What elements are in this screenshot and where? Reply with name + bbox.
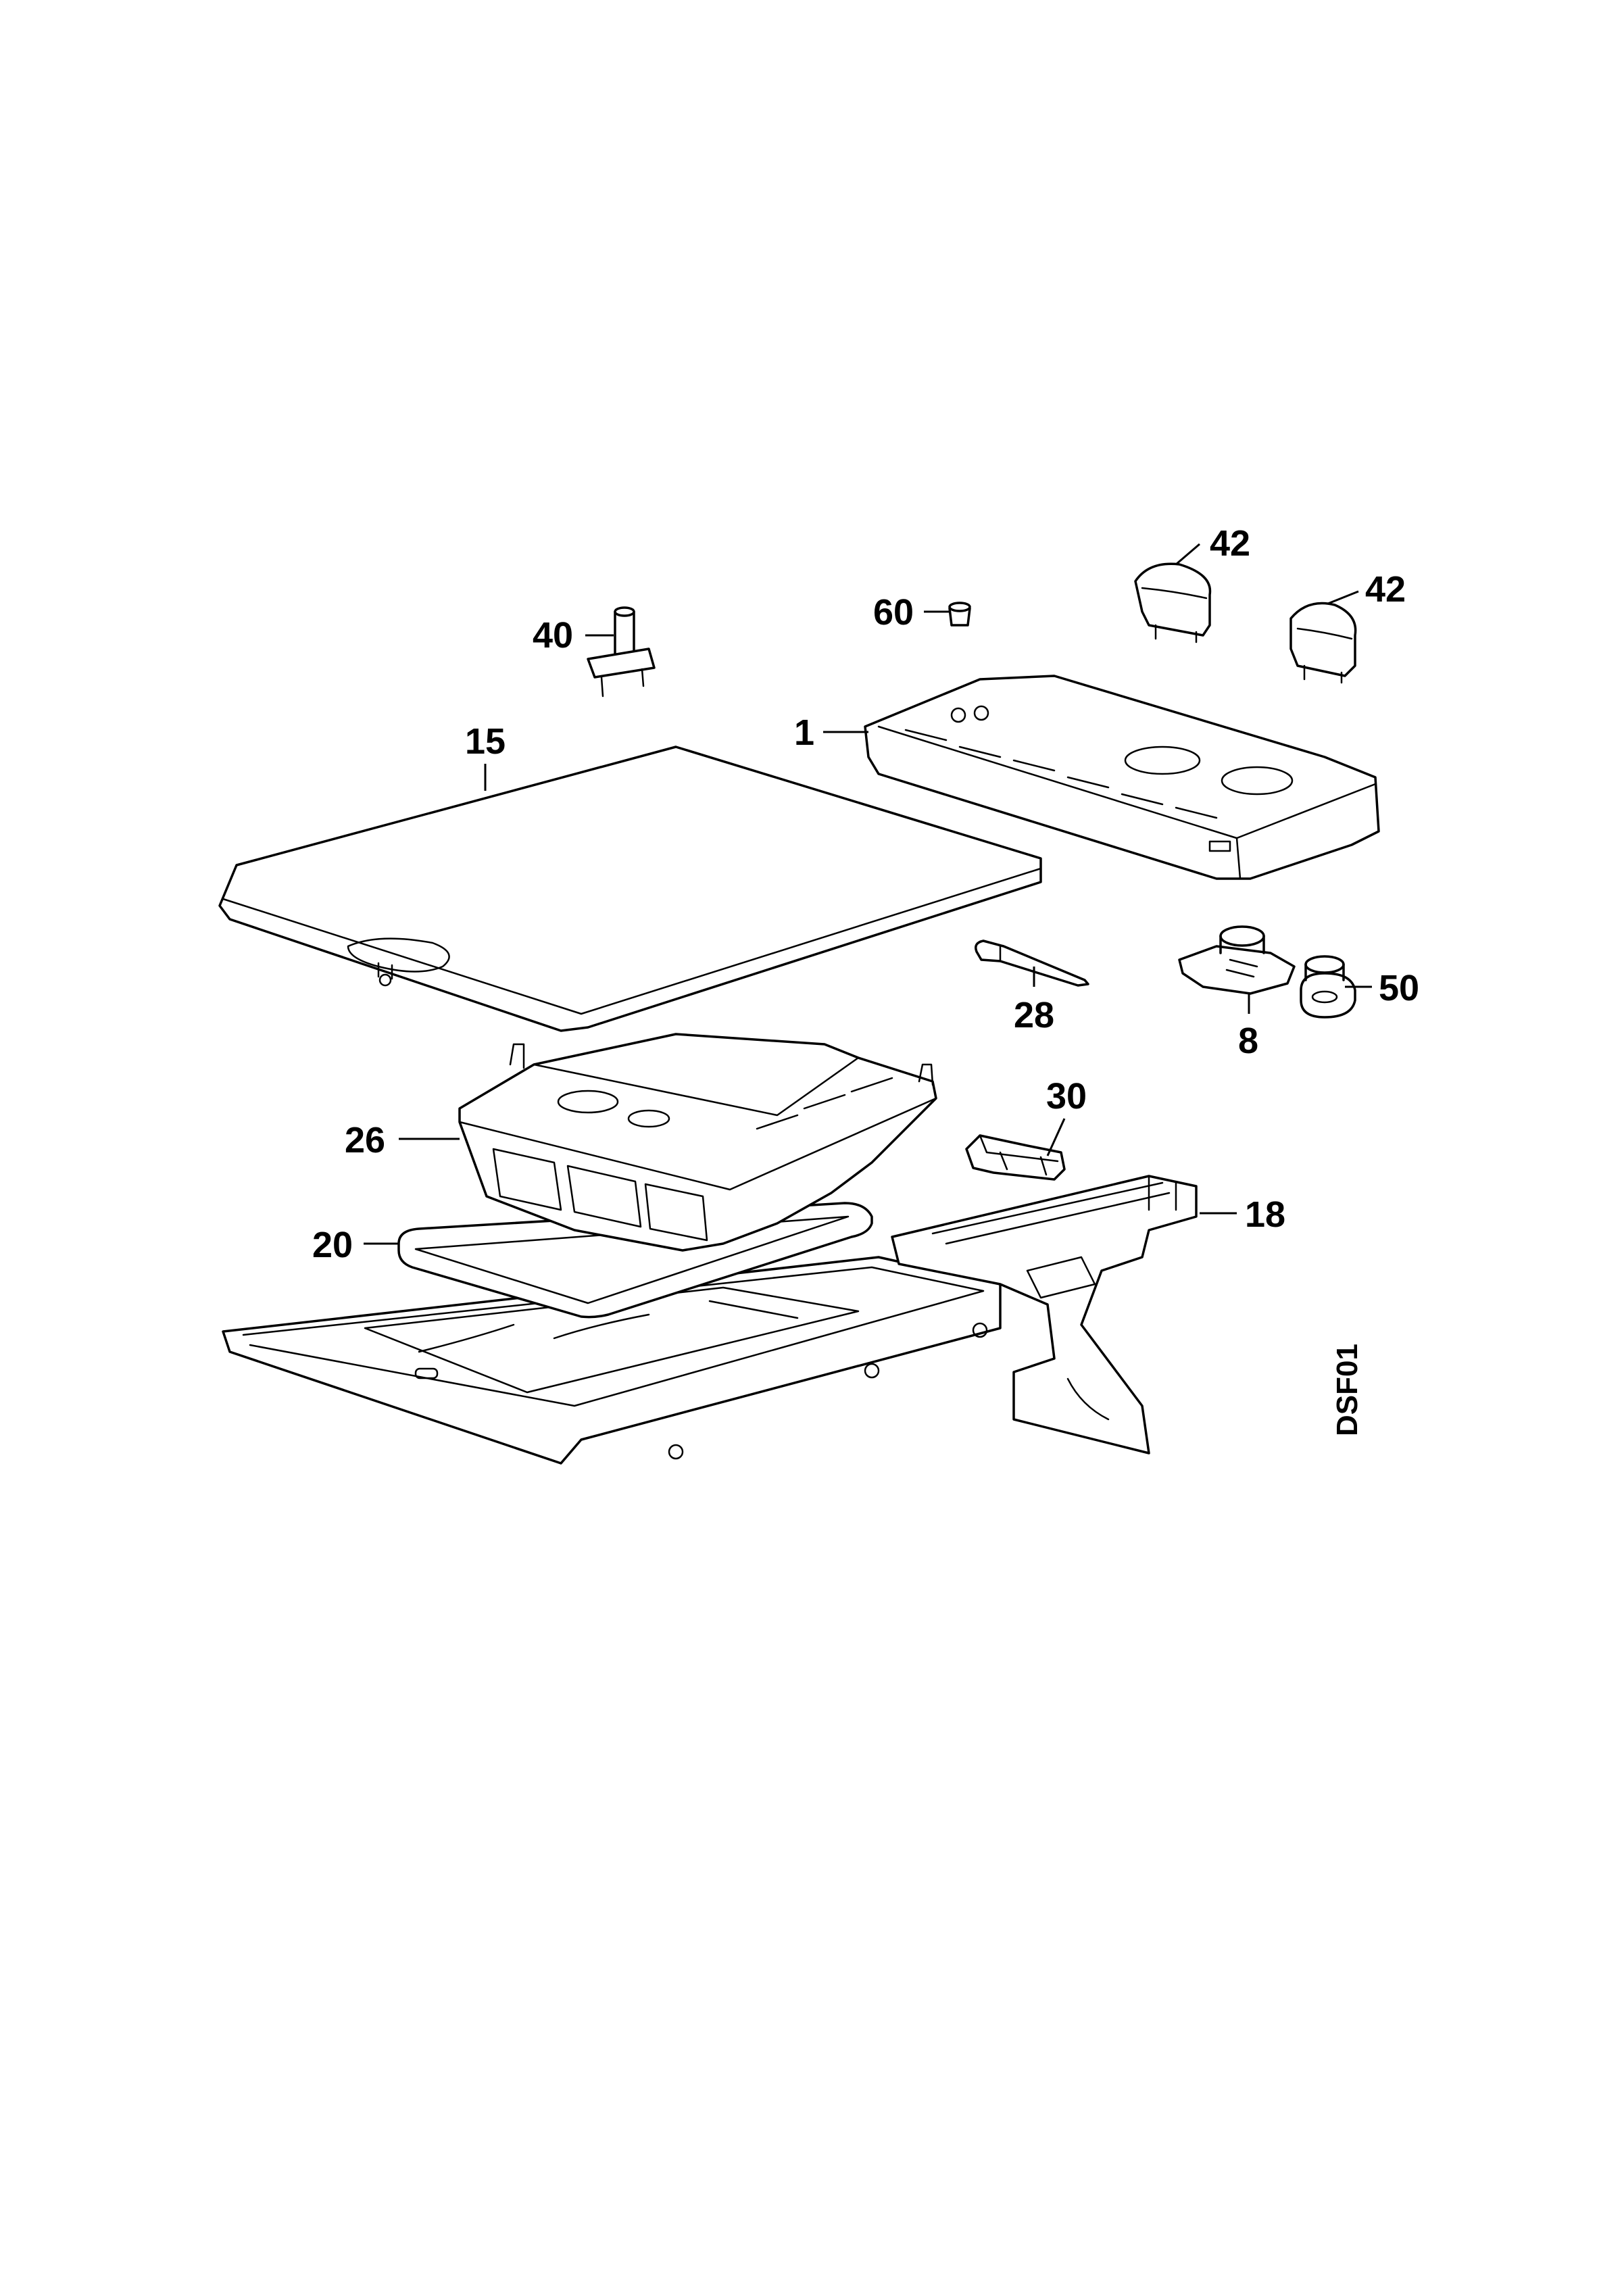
part-18-bracket [891,1175,1198,1455]
callouts: 42 42 40 60 1 15 28 50 8 30 26 18 20 [312,523,1419,1265]
callout-42b: 42 [1365,569,1406,610]
callout-1: 1 [794,712,814,753]
callout-40: 40 [533,615,573,656]
part-28-probe [975,939,1089,987]
part-8-valve [1178,925,1296,995]
callout-20: 20 [312,1225,353,1265]
part-42-knob-a [1134,562,1212,643]
part-26-drawer-housing [458,1033,937,1252]
callout-26: 26 [345,1120,385,1161]
part-40-hinge-pin [587,606,656,698]
part-1-control-panel [864,675,1380,880]
callout-30: 30 [1046,1076,1087,1117]
callout-28: 28 [1014,995,1054,1035]
callout-18: 18 [1245,1194,1285,1235]
callout-60: 60 [873,592,914,633]
leader-42b [1327,590,1359,605]
part-42-knob-b [1289,602,1357,684]
part-50-connector [1300,955,1356,1019]
leader-30 [1046,1118,1066,1156]
drawing-reference: DSF01 [1331,1344,1364,1436]
callout-15: 15 [465,721,506,762]
callout-8: 8 [1238,1021,1258,1061]
leader-42a [1175,543,1200,566]
leader-lines [364,543,1372,1245]
part-30-clip [965,1134,1066,1181]
callout-50: 50 [1379,968,1419,1008]
callout-42a: 42 [1210,523,1250,564]
part-15-top-lid [218,746,1042,1032]
part-60-plug [948,602,971,627]
